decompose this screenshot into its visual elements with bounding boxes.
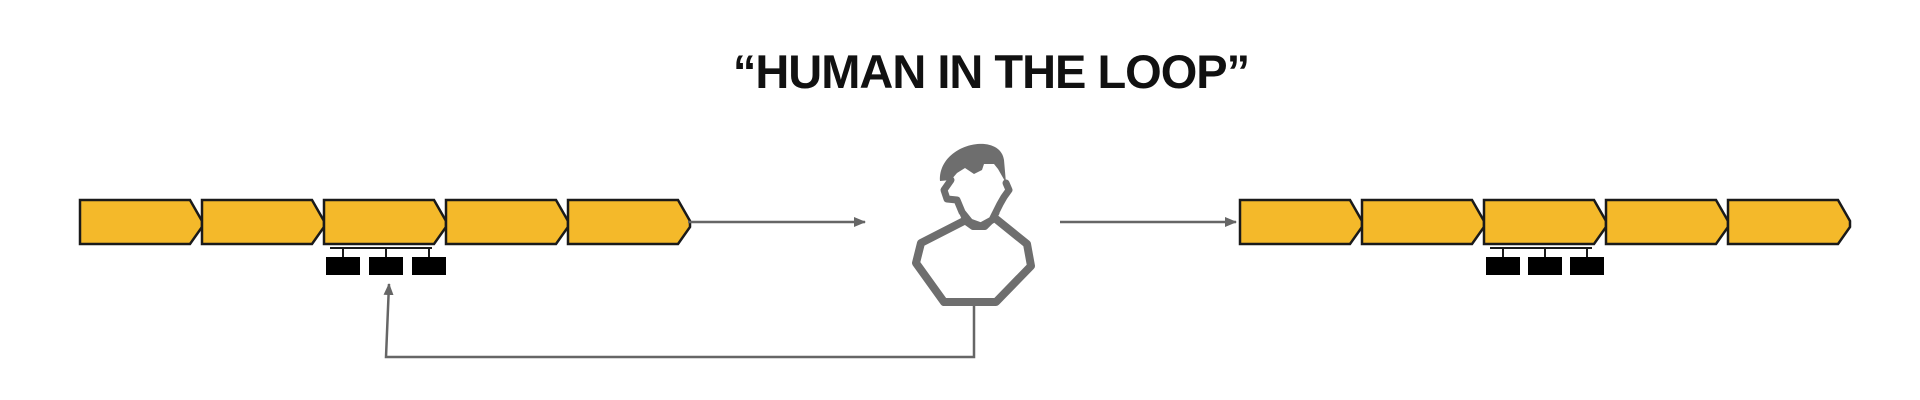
pipeline-segment xyxy=(322,198,448,246)
diagram-title: “HUMAN IN THE LOOP” xyxy=(732,45,1250,98)
pipeline-segment xyxy=(1238,198,1364,246)
pipeline-segment xyxy=(1604,198,1730,246)
input-pipeline xyxy=(78,198,692,275)
marker-block xyxy=(369,257,403,275)
pipeline-segment xyxy=(1482,198,1608,246)
marker-block xyxy=(1486,257,1520,275)
marker-block xyxy=(326,257,360,275)
marker-block xyxy=(412,257,446,275)
pipeline-segment xyxy=(200,198,326,246)
marker-block xyxy=(1528,257,1562,275)
pipeline-segment xyxy=(1726,198,1852,246)
pipeline-segment xyxy=(566,198,692,246)
output-pipeline xyxy=(1238,198,1852,275)
marker-block xyxy=(1570,257,1604,275)
pipeline-segment xyxy=(444,198,570,246)
pipeline-segment xyxy=(1360,198,1486,246)
pipeline-segment xyxy=(78,198,204,246)
person-icon xyxy=(912,143,1035,306)
feedback-arrow xyxy=(383,283,976,359)
